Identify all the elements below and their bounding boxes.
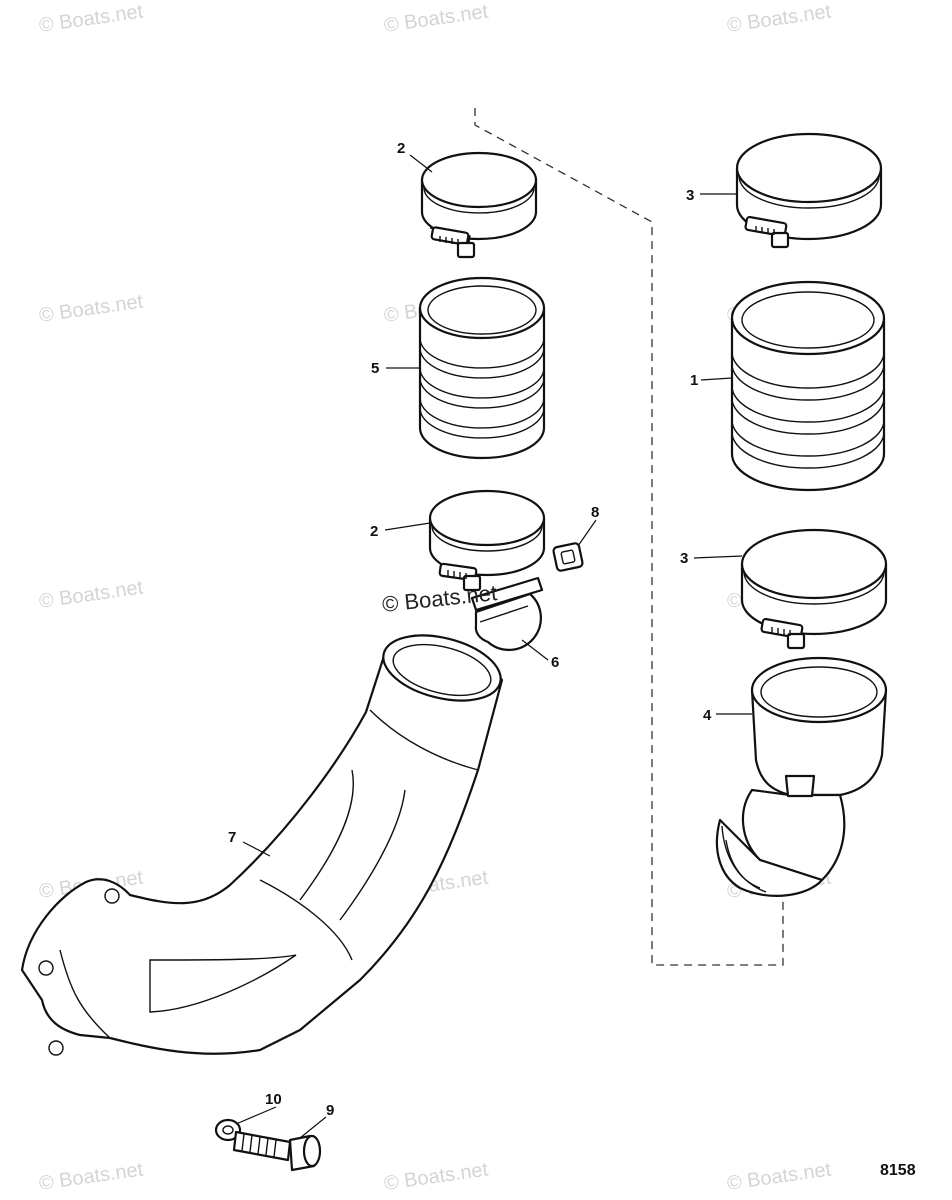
watermark: © Boats.net: [38, 1159, 145, 1195]
part-1-exhaust-bellows: [730, 280, 886, 492]
callout-3-lower: 3: [680, 550, 688, 567]
part-5-exhaust-bellows: [418, 276, 546, 460]
callout-5: 5: [371, 360, 379, 377]
part-2-upper-hose-clamp: [420, 151, 538, 259]
callout-10: 10: [265, 1091, 282, 1108]
callout-1: 1: [690, 372, 698, 389]
part-3-lower-hose-clamp: [740, 528, 888, 650]
part-3-upper-hose-clamp: [735, 132, 883, 249]
part-6-flapper-valve: [470, 576, 544, 651]
callout-9: 9: [326, 1102, 334, 1119]
callout-6: 6: [551, 654, 559, 671]
part-8-grommet: [552, 542, 584, 572]
part-2-lower-hose-clamp: [428, 489, 546, 592]
watermark: © Boats.net: [726, 1, 833, 37]
watermark: © Boats.net: [38, 291, 145, 327]
callout-7: 7: [228, 829, 236, 846]
part-4-exhaust-elbow-tube: [715, 656, 888, 897]
leader-lines: [235, 154, 752, 1139]
watermark: © Boats.net: [383, 1, 490, 37]
watermark: © Boats.net: [726, 1159, 833, 1195]
callout-4: 4: [703, 707, 712, 724]
callout-2-upper: 2: [397, 140, 405, 157]
callout-3-upper: 3: [686, 187, 694, 204]
part-7-exhaust-pipe: [20, 634, 504, 1056]
callout-8: 8: [591, 504, 599, 521]
callouts: 2 5 2 8 6 7 10 9 3 1 3 4: [228, 140, 712, 1119]
watermark: © Boats.net: [38, 1, 145, 37]
callout-2-lower: 2: [370, 523, 378, 540]
part-10-lock-washer: [214, 1118, 242, 1142]
watermark: © Boats.net: [38, 577, 145, 613]
part-9-bolt: [232, 1130, 322, 1172]
assembly-dashed-line: [474, 108, 784, 966]
watermark: © Boats.net: [383, 1159, 490, 1195]
figure-number: 8158: [880, 1162, 916, 1179]
